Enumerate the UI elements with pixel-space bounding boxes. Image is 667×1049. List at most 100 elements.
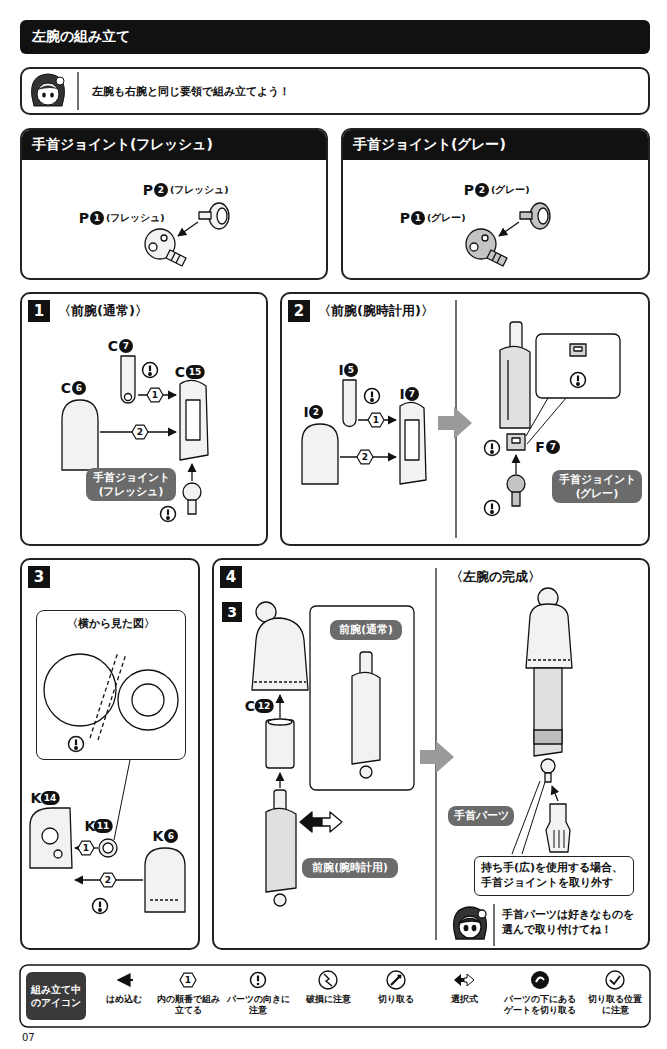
- callout-number: 1: [90, 211, 104, 225]
- upper-arm-parts: [30, 808, 72, 868]
- arm-assembly: [534, 668, 562, 756]
- speech-face: [32, 74, 65, 106]
- arm-assembly: [554, 830, 564, 848]
- part-letter: I: [303, 405, 308, 419]
- part-letter: P: [79, 211, 89, 225]
- wrist-joint-fresh: [166, 250, 186, 266]
- order-number: 2: [105, 876, 111, 885]
- step-panel: 1〈前腕(通常)〉手首ジョイント (フレッシュ): [20, 292, 268, 546]
- watch-forearm-parts: [500, 346, 530, 428]
- arm-assembly: [266, 720, 294, 768]
- watch-forearm-parts: [365, 389, 380, 404]
- step-number: 2: [288, 300, 310, 322]
- color-note: (グレー): [491, 185, 530, 195]
- wrist-joint-fresh: [217, 208, 227, 224]
- wrist-joint-grey: [470, 243, 478, 251]
- arm-assembly: [526, 604, 572, 668]
- order-mark: [78, 388, 384, 987]
- legend-item: はめ込む: [96, 968, 152, 1005]
- upper-arm-parts: [114, 760, 130, 840]
- order-number: 1: [373, 416, 379, 425]
- step-number: 1: [28, 300, 50, 322]
- heading-text: 〈前腕(通常)〉: [58, 302, 148, 320]
- legend-item: 選択式: [436, 968, 492, 1005]
- watch-forearm-parts: [438, 407, 472, 439]
- forearm-parts: [121, 356, 135, 403]
- callout-number: 6: [72, 381, 86, 395]
- legend-item: パーツの下にあるゲートを切り取る: [500, 968, 580, 1016]
- wrist-joint-grey: [482, 235, 488, 241]
- arm-assembly: [545, 773, 551, 782]
- callout-number: 5: [344, 363, 358, 377]
- legend-item: 破損に注意: [298, 968, 358, 1005]
- callout-number: 14: [41, 791, 60, 805]
- callout-number: 2: [475, 183, 489, 197]
- order-number: 1: [185, 976, 191, 985]
- speech-face: [77, 72, 78, 110]
- arm-assembly: [493, 904, 494, 946]
- forearm-parts: [183, 483, 201, 501]
- forearm-parts: [188, 500, 196, 514]
- part-letter: P: [143, 183, 153, 197]
- heading-text: 手首ジョイント(フレッシュ): [22, 130, 326, 160]
- wrist-joint-fresh: [149, 243, 157, 251]
- watch-forearm-parts: [302, 424, 338, 484]
- step-panel: 2〈前腕(腕時計用)〉手首ジョイント (グレー): [280, 292, 650, 546]
- watch-forearm-parts: [512, 438, 520, 443]
- step-ref: 3: [222, 602, 242, 622]
- node-text: 手首ジョイント (グレー): [557, 473, 637, 500]
- detail-inset: 〈横から見た図〉: [36, 610, 186, 760]
- order-number: 1: [83, 844, 89, 853]
- upper-arm-parts: [69, 737, 84, 752]
- watch-forearm-parts: [485, 441, 500, 456]
- note-box: 持ち手(広)を使用する場合、 手首ジョイントを取り外す: [474, 856, 634, 896]
- callout-number: 11: [94, 819, 113, 833]
- forearm-parts: [143, 363, 158, 378]
- upper-arm-parts: [103, 843, 113, 853]
- watch-forearm-parts: [485, 501, 500, 516]
- legend-frame: [20, 965, 650, 1027]
- callout-number: 15: [186, 365, 205, 379]
- callout-number: 6: [164, 829, 178, 843]
- node-text: 持ち手(広)を使用する場合、 手首ジョイントを取り外す: [481, 861, 627, 891]
- legend-frame: [20, 965, 650, 1027]
- arm-assembly: [254, 681, 306, 682]
- arm-assembly: [300, 812, 322, 832]
- color-note: (グレー): [427, 213, 466, 223]
- step-panel: 3 〈横から見た図〉: [20, 558, 200, 950]
- step-number: 4: [220, 566, 242, 588]
- callout-number: 7: [119, 339, 133, 353]
- arm-assembly: [279, 695, 280, 718]
- node-text: 左腕も右腕と同じ要領で組み立てよう！: [92, 84, 290, 99]
- wrist-joint-grey: [466, 203, 550, 266]
- part-letter: C: [108, 339, 118, 353]
- order-number: 1: [152, 391, 158, 400]
- arm-assembly: [352, 672, 380, 764]
- wrist-joint-grey: [530, 203, 550, 229]
- legend-text: パーツの下にあるゲートを切り取る: [500, 994, 580, 1016]
- step-number: 3: [28, 566, 50, 588]
- forearm-parts: [191, 464, 192, 481]
- callout-number: 1: [411, 211, 425, 225]
- legend-icon: [528, 968, 552, 992]
- watch-forearm-parts: [400, 402, 426, 484]
- order-mark: [368, 413, 384, 427]
- watch-forearm-parts: [574, 347, 582, 351]
- upper-arm-parts: [42, 828, 58, 844]
- legend-heading: 組み立て中 のアイコン: [26, 972, 86, 1020]
- forearm-parts: [62, 356, 208, 522]
- part-letter: C: [175, 365, 185, 379]
- forearm-parts: [161, 507, 176, 522]
- callout-number: 12: [255, 699, 274, 713]
- upper-arm-parts: [30, 652, 185, 914]
- legend-item: 切り取る位置に注意: [584, 968, 646, 1016]
- part-tag: 手首ジョイント (グレー): [552, 470, 642, 503]
- watch-forearm-parts: [507, 434, 525, 450]
- arm-assembly: [546, 804, 570, 852]
- order-mark: [357, 450, 373, 464]
- arm-assembly: [360, 766, 372, 778]
- legend-item: パーツの向きに注意: [226, 968, 290, 1016]
- wrist-joint-fresh: [209, 203, 229, 229]
- legend-text: 破損に注意: [298, 994, 358, 1005]
- arm-assembly: [310, 606, 414, 790]
